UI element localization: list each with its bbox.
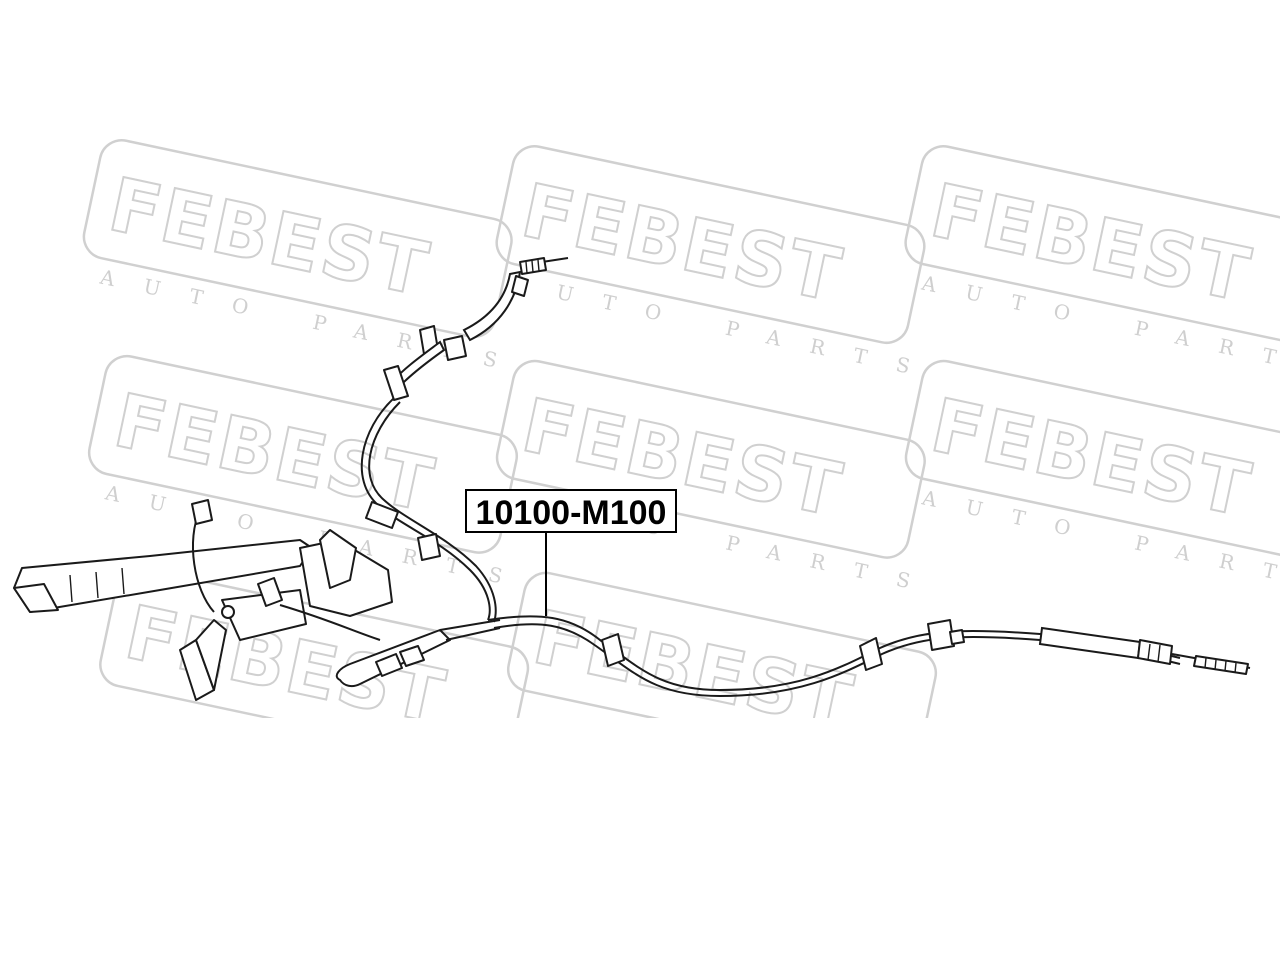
cable-equalizer-end: [335, 619, 501, 688]
watermark-tile-3: FEBEST AUTO PARTS: [904, 145, 1280, 385]
part-number-text: 10100-M100: [476, 494, 667, 532]
lower-blank-area: [0, 718, 1280, 960]
watermark-tile-1: FEBEST AUTO PARTS: [82, 139, 529, 379]
upper-cable-branch: [360, 257, 569, 623]
watermark-tile-5: FEBEST AUTO PARTS: [495, 359, 942, 599]
watermark-tile-2: FEBEST AUTO PARTS: [495, 145, 942, 385]
part-number-callout: 10100-M100: [465, 489, 677, 616]
hand-brake-lever-assembly: [13, 499, 393, 701]
main-brake-cable: [487, 615, 1251, 698]
watermark-tile-6: FEBEST AUTO PARTS: [904, 359, 1280, 599]
part-number-box: [465, 489, 677, 533]
